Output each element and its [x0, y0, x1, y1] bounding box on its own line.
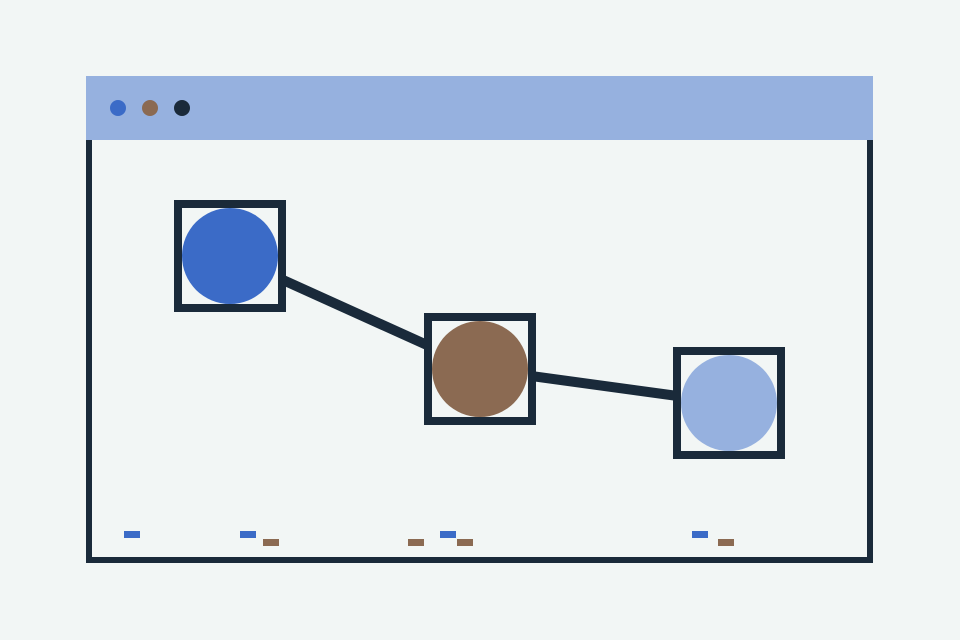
window-control-blue-icon[interactable] — [110, 100, 126, 116]
footer-marker-7 — [692, 531, 708, 538]
footer-marker-1 — [124, 531, 140, 538]
footer-marker-2 — [240, 531, 256, 538]
window-titlebar — [86, 76, 873, 140]
footer-marker-4 — [408, 539, 424, 546]
window-control-brown-icon[interactable] — [142, 100, 158, 116]
footer-marker-6 — [457, 539, 473, 546]
diagram-node-3[interactable] — [673, 347, 785, 459]
node-circle — [681, 355, 777, 451]
node-circle — [432, 321, 528, 417]
node-circle — [182, 208, 278, 304]
window-content-frame — [86, 140, 873, 563]
app-window — [86, 76, 873, 563]
footer-marker-3 — [263, 539, 279, 546]
footer-markers-layer — [124, 531, 734, 546]
window-control-dark-icon[interactable] — [174, 100, 190, 116]
diagram-node-2[interactable] — [424, 313, 536, 425]
nodes-layer — [174, 200, 785, 459]
diagram-node-1[interactable] — [174, 200, 286, 312]
footer-marker-8 — [718, 539, 734, 546]
footer-marker-5 — [440, 531, 456, 538]
